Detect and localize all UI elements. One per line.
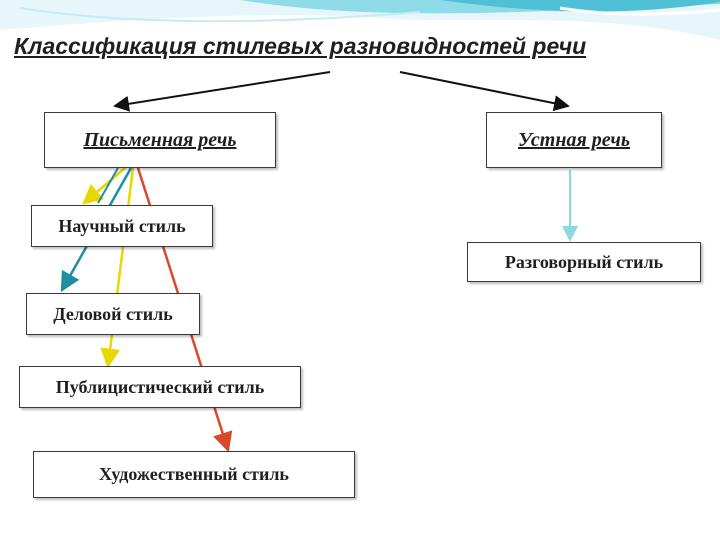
arrow-written-to-scientific: [82, 167, 126, 205]
node-journalistic-style: Публицистический стиль: [19, 366, 301, 408]
node-scientific-style: Научный стиль: [31, 205, 213, 247]
arrow-title-to-oral: [399, 71, 570, 112]
node-business-style: Деловой стиль: [26, 293, 200, 335]
node-colloquial-style: Разговорный стиль: [467, 242, 701, 282]
header-wave-decoration: [0, 0, 720, 40]
arrow-written-to-journalistic: [100, 167, 135, 369]
node-written-speech: Письменная речь: [44, 112, 276, 168]
diagram-title: Классификация стилевых разновидностей ре…: [14, 33, 587, 59]
arrow-title-to-written: [113, 71, 331, 112]
arrow-written-connector-teal: [97, 167, 119, 204]
node-artistic-style: Художественный стиль: [33, 451, 355, 498]
node-oral-speech: Устная речь: [486, 112, 662, 168]
